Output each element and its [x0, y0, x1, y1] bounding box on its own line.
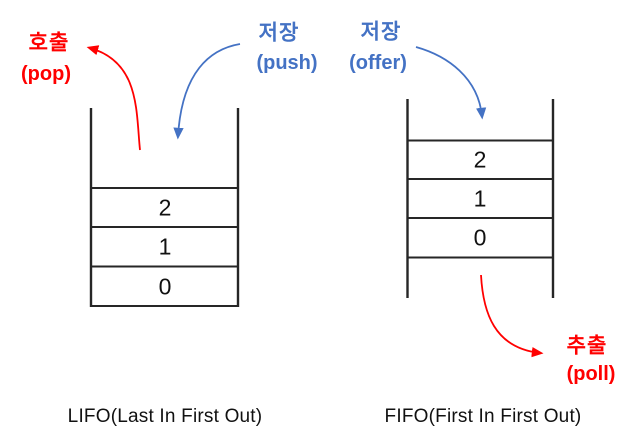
queue-title: FIFO(First In First Out) — [384, 406, 582, 427]
pop-label-en: (pop) — [21, 63, 71, 85]
push-label-en: (push) — [256, 52, 318, 74]
offer-label-ko: 저장 — [360, 20, 402, 44]
push-label-ko: 저장 — [258, 21, 300, 45]
stack-item-top: 2 — [158, 194, 172, 220]
queue-item-bottom: 0 — [473, 224, 487, 251]
poll-arrow — [480, 274, 544, 358]
stack-title: LIFO(Last In First Out) — [67, 406, 263, 427]
stack-container — [89, 108, 240, 307]
stack-item-bottom: 0 — [158, 273, 172, 299]
poll-label-ko: 추출 — [566, 334, 608, 358]
queue-container — [406, 99, 555, 298]
pop-label-ko: 호출 — [28, 31, 70, 55]
offer-arrow — [415, 46, 487, 120]
poll-label-en: (poll) — [566, 363, 616, 385]
pop-arrow — [86, 45, 141, 151]
offer-label-en: (offer) — [349, 52, 407, 74]
queue-item-top: 2 — [473, 146, 487, 173]
stack-item-middle: 1 — [158, 233, 172, 260]
push-arrow — [173, 43, 241, 140]
queue-item-middle: 1 — [473, 185, 487, 211]
